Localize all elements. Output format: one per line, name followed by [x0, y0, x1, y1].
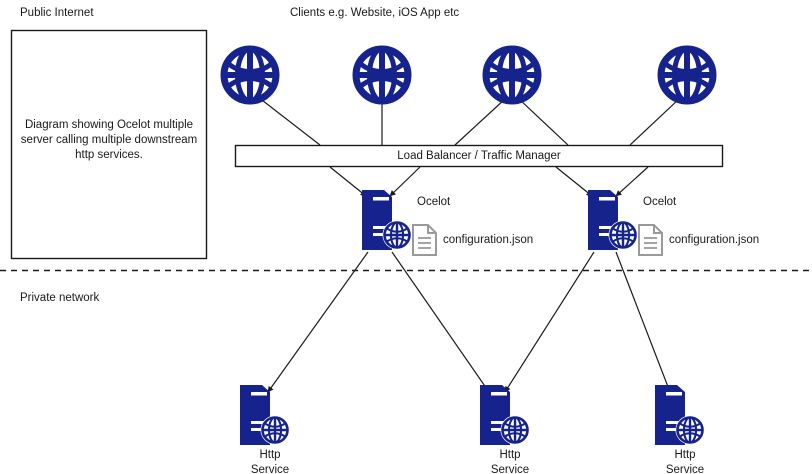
http-service-icon-2 — [478, 383, 531, 447]
client-to-loadbalancer-edges — [257, 96, 680, 146]
globe-icon-client-1 — [224, 49, 276, 101]
globe-icon-client-4 — [661, 49, 713, 101]
http-service-label-2-line2: Service — [490, 464, 530, 474]
globe-icon-client-3 — [486, 49, 538, 101]
ocelot-label-1: Ocelot — [417, 196, 451, 208]
http-service-label-3-line1: Http — [674, 449, 696, 461]
loadbalancer-to-ocelot-edges — [329, 166, 649, 197]
http-service-label-1-line2: Service — [250, 464, 290, 474]
http-service-label-1-line1: Http — [259, 449, 281, 461]
client-globes-group — [224, 49, 713, 101]
ocelot-to-httpservice-edges — [267, 251, 671, 393]
http-service-label-2-line1: Http — [499, 449, 521, 461]
ocelot-label-2: Ocelot — [643, 196, 677, 208]
ocelot-server-icon-2 — [586, 188, 639, 252]
public-internet-zone-label: Public Internet — [20, 7, 94, 19]
configuration-json-icon-1 — [412, 224, 437, 256]
ocelot-server-icon-1 — [360, 188, 413, 252]
load-balancer-box — [234, 144, 724, 168]
http-service-icon-1 — [238, 383, 291, 447]
load-balancer-label: Load Balancer / Traffic Manager — [397, 150, 561, 162]
configuration-json-label-2: configuration.json — [669, 234, 760, 246]
public-internet-box — [10, 29, 208, 260]
configuration-json-label-1: configuration.json — [443, 234, 534, 246]
http-service-label-3: Http Service — [630, 448, 740, 474]
diagram-description-text: Diagram showing Ocelot multiple server c… — [20, 119, 198, 161]
http-service-label-3-line2: Service — [665, 464, 705, 474]
globe-icon-client-2 — [356, 49, 408, 101]
clients-heading-label: Clients e.g. Website, iOS App etc — [290, 7, 460, 19]
http-service-icon-3 — [653, 383, 706, 447]
http-service-label-2: Http Service — [455, 448, 565, 474]
private-network-zone-label: Private network — [20, 292, 100, 304]
http-service-label-1: Http Service — [215, 448, 325, 474]
configuration-json-icon-2 — [638, 224, 663, 256]
